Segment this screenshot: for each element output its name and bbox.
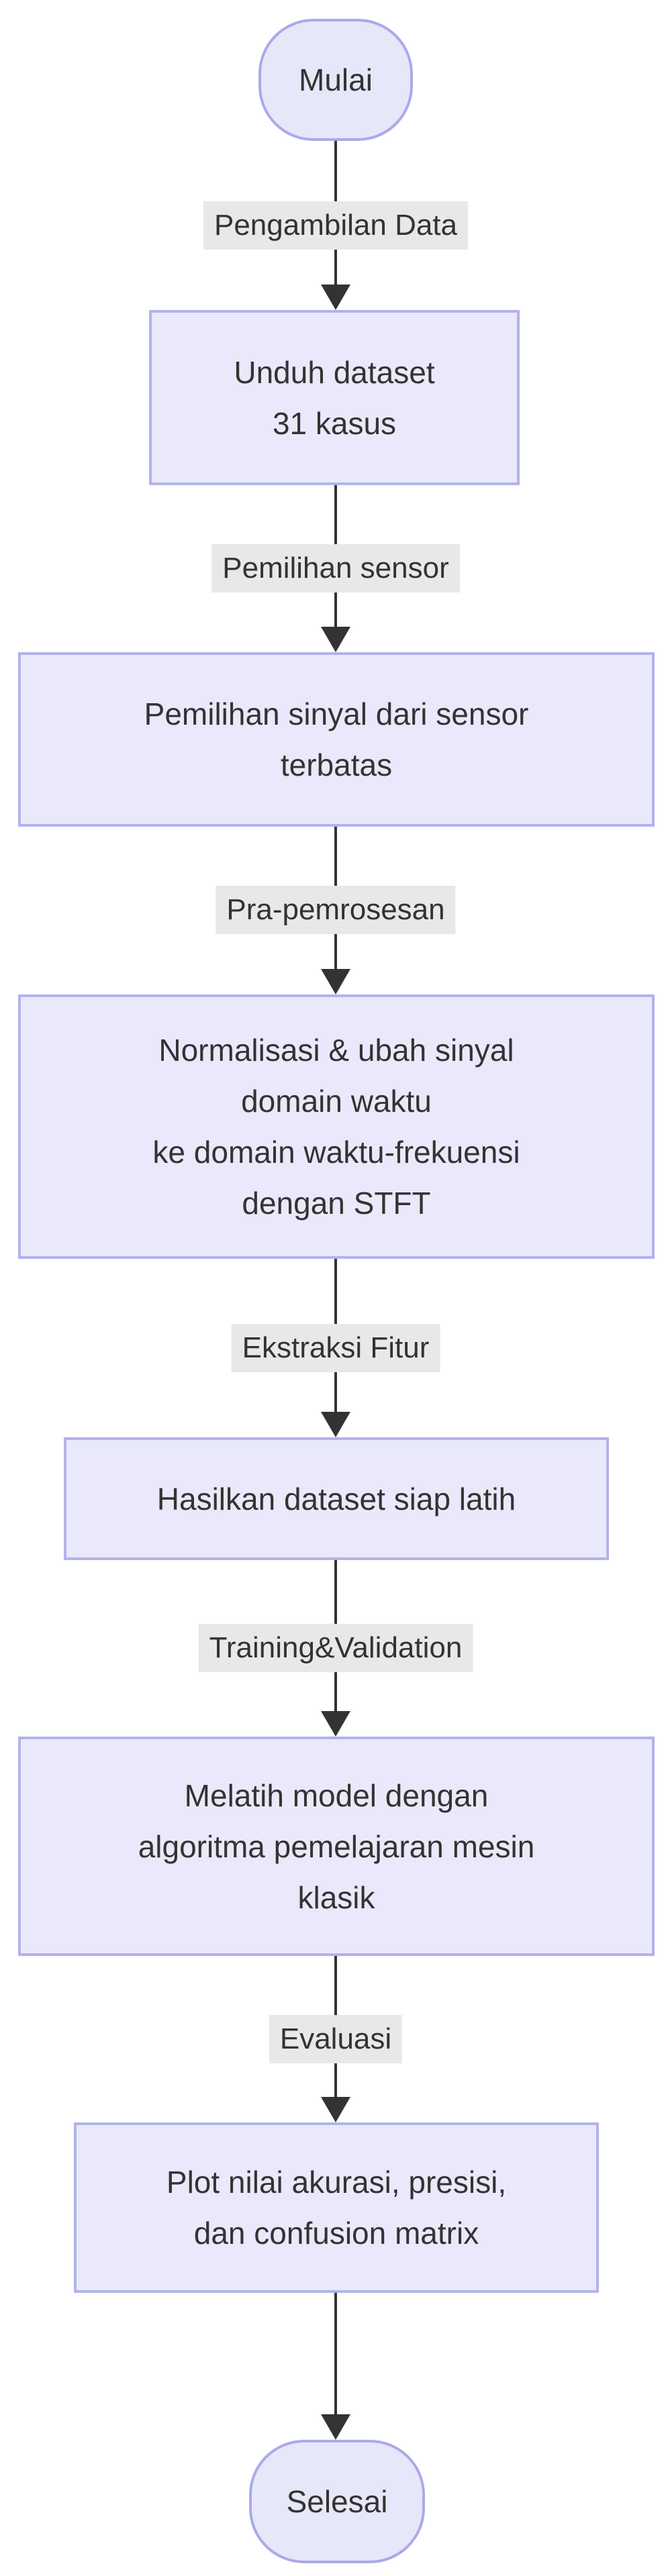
edge-3-arrowhead-icon xyxy=(321,969,350,994)
node-signal-selection: Pemilihan sinyal dari sensor terbatas xyxy=(18,652,655,827)
node-signal-selection-line: terbatas xyxy=(280,748,393,782)
node-preprocessing-line: dengan STFT xyxy=(242,1186,431,1221)
node-plot-results: Plot nilai akurasi, presisi, dan confusi… xyxy=(74,2122,599,2293)
edge-7-arrowhead-icon xyxy=(321,2414,350,2440)
node-download-dataset-line: 31 kasus xyxy=(272,405,397,441)
node-signal-selection-line: Pemilihan sinyal dari sensor xyxy=(144,697,529,731)
edge-2-label: Pemilihan sensor xyxy=(211,544,460,593)
node-train-model: Melatih model dengan algoritma pemelajar… xyxy=(18,1737,655,1956)
node-plot-results-line: Plot nilai akurasi, presisi, xyxy=(166,2165,507,2200)
edge-1-label: Pengambilan Data xyxy=(203,201,469,250)
node-train-model-line: algoritma pemelajaran mesin xyxy=(138,1828,535,1864)
node-download-dataset-line: Unduh dataset xyxy=(234,354,435,390)
node-ready-dataset: Hasilkan dataset siap latih xyxy=(64,1437,609,1560)
edge-4-arrowhead-icon xyxy=(321,1412,350,1437)
edge-7-line xyxy=(334,2293,337,2414)
node-preprocessing-line: domain waktu xyxy=(241,1084,432,1119)
node-start: Mulai xyxy=(258,19,413,141)
edge-6-label: Evaluasi xyxy=(269,2015,403,2063)
node-start-label: Mulai xyxy=(299,62,373,97)
node-preprocessing: Normalisasi & ubah sinyal domain waktu k… xyxy=(18,994,655,1259)
node-end-label: Selesai xyxy=(286,2484,388,2519)
edge-2-arrowhead-icon xyxy=(321,627,350,652)
edge-1-arrowhead-icon xyxy=(321,285,350,310)
edge-5-label: Training&Validation xyxy=(198,1624,473,1672)
edge-4-label: Ekstraksi Fitur xyxy=(231,1324,440,1372)
node-end: Selesai xyxy=(249,2440,425,2563)
node-train-model-line: Melatih model dengan xyxy=(184,1778,489,1813)
node-ready-dataset-line: Hasilkan dataset siap latih xyxy=(156,1481,516,1516)
node-preprocessing-line: Normalisasi & ubah sinyal xyxy=(158,1033,514,1068)
node-plot-results-line: dan confusion matrix xyxy=(193,2216,479,2251)
edge-6-arrowhead-icon xyxy=(321,2097,350,2122)
edge-5-arrowhead-icon xyxy=(321,1711,350,1737)
node-preprocessing-line: ke domain waktu-frekuensi xyxy=(152,1135,520,1170)
node-download-dataset: Unduh dataset 31 kasus xyxy=(149,310,520,485)
edge-3-label: Pra-pemrosesan xyxy=(216,886,456,934)
node-train-model-line: klasik xyxy=(297,1879,375,1915)
